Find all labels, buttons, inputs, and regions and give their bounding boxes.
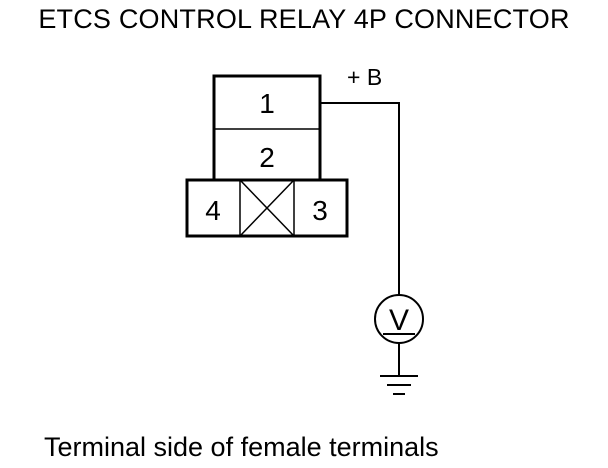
- terminal-1-label: 1: [259, 88, 275, 119]
- diagram-title: ETCS CONTROL RELAY 4P CONNECTOR: [38, 4, 570, 34]
- terminal-2-label: 2: [259, 142, 275, 173]
- lower-row-dividers: [239, 180, 295, 236]
- test-lead-wire: [320, 102, 400, 298]
- voltmeter-icon: V: [374, 294, 424, 344]
- empty-cavity-icon: [239, 179, 295, 237]
- terminal-3-label: 3: [312, 195, 328, 226]
- voltmeter-symbol: V: [389, 304, 409, 337]
- supply-label: + B: [347, 64, 382, 90]
- connector-lower-housing: [185, 178, 349, 238]
- footer-caption: Terminal side of female terminals: [44, 432, 439, 462]
- connector-body: [185, 74, 349, 238]
- ground-icon: [380, 375, 418, 395]
- terminal-4-label: 4: [205, 195, 221, 226]
